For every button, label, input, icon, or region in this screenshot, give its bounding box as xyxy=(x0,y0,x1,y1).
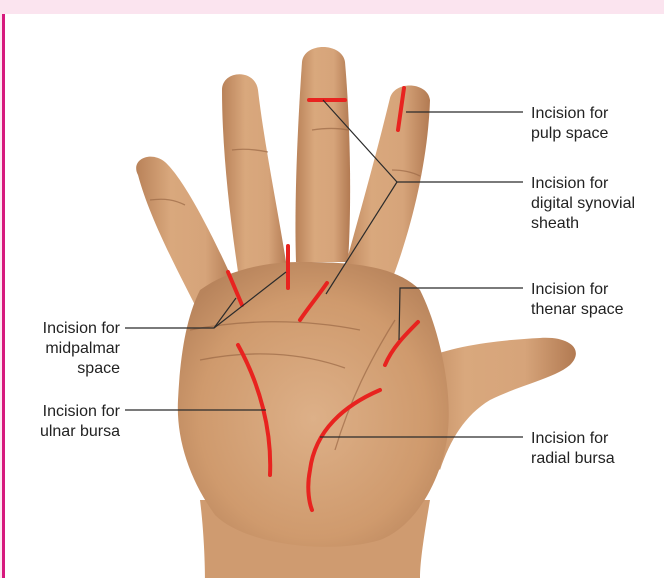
index-finger xyxy=(340,85,430,290)
label-radial-bursa: Incision for radial bursa xyxy=(531,429,615,469)
label-midpalmar-space: Incision for midpalmar space xyxy=(8,319,120,379)
label-thenar-space: Incision for thenar space xyxy=(531,280,624,320)
middle-finger xyxy=(295,47,350,262)
label-digital-synovial-sheath: Incision for digital synovial sheath xyxy=(531,174,635,234)
ring-finger xyxy=(222,74,288,285)
label-ulnar-bursa: Incision for ulnar bursa xyxy=(8,402,120,442)
label-pulp-space: Incision for pulp space xyxy=(531,104,608,144)
